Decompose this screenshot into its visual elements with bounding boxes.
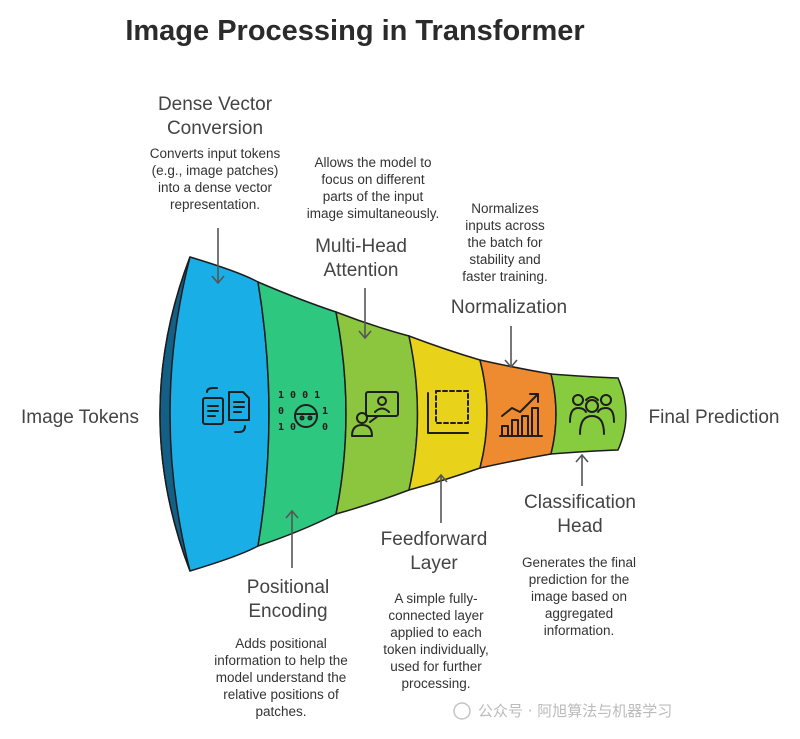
stage-description: Generates the final	[522, 555, 636, 570]
binary-digits-row-4: 1 0	[278, 422, 296, 433]
funnel-segment-multi-head-attention	[335, 310, 419, 516]
stage-description: inputs across	[465, 218, 545, 233]
stage-description: (e.g., image patches)	[152, 163, 279, 178]
stage-description: aggregated	[545, 606, 613, 621]
stage-title: Head	[557, 516, 602, 537]
stage-title: Dense Vector	[158, 94, 273, 115]
stage-description: used for further	[390, 659, 482, 674]
stage-title: Encoding	[248, 601, 327, 622]
stage-description: image simultaneously.	[307, 206, 440, 221]
stage-description: into a dense vector	[158, 180, 273, 195]
stage-description: model understand the	[216, 670, 347, 685]
watermark-text: 公众号 · 阿旭算法与机器学习	[478, 702, 672, 720]
stage-description: applied to each	[390, 625, 482, 640]
funnel-mouth-rim	[159, 256, 191, 572]
binary-digits-row-1: 1 0 0 1	[278, 390, 320, 401]
stage-description: patches.	[255, 704, 306, 719]
input-label: Image Tokens	[21, 407, 139, 428]
diagram-title: Image Processing in Transformer	[125, 15, 584, 47]
stage-title: Classification	[524, 492, 636, 513]
stage-description: connected layer	[388, 608, 484, 623]
stage-description: A simple fully-	[394, 591, 477, 606]
stage-description: parts of the input	[323, 189, 424, 204]
dashed-square-icon	[427, 390, 469, 434]
stage-title: Positional	[247, 577, 329, 598]
stage-description: Converts input tokens	[150, 146, 281, 161]
stage-description: Allows the model to	[314, 155, 431, 170]
output-label: Final Prediction	[649, 407, 780, 428]
binary-digits-row-2: 0	[278, 406, 284, 417]
stage-positional-encoding: Positional Encoding Adds positional info…	[214, 577, 348, 719]
binary-face-icon: 1 0 0 1 0 1 1 0 0	[278, 390, 328, 433]
stage-classification-head: Classification Head Generates the final …	[522, 492, 636, 638]
stage-description: Normalizes	[471, 201, 539, 216]
stage-title: Multi-Head	[315, 236, 407, 257]
stage-title: Layer	[410, 553, 458, 574]
stage-description: faster training.	[462, 269, 548, 284]
stage-description: processing.	[401, 676, 470, 691]
binary-digits-row-5: 0	[322, 422, 328, 433]
stage-title: Normalization	[451, 297, 567, 318]
stage-description: representation.	[170, 197, 260, 212]
stage-title: Attention	[324, 260, 399, 281]
stage-description: Adds positional	[235, 636, 327, 651]
funnel-segment-classification-head	[550, 373, 627, 455]
stage-description: image based on	[531, 589, 627, 604]
stage-description: relative positions of	[223, 687, 339, 702]
stage-description: the batch for	[467, 235, 543, 250]
stage-description: stability and	[469, 252, 540, 267]
stage-feedforward-layer: Feedforward Layer A simple fully- connec…	[381, 529, 489, 691]
arrows	[211, 228, 589, 568]
binary-digits-row-3: 1	[322, 406, 328, 417]
group-people-icon	[569, 394, 615, 435]
stage-title: Feedforward	[381, 529, 488, 550]
stage-description: information.	[544, 623, 615, 638]
bar-chart-trend-icon	[499, 393, 543, 437]
document-convert-icon	[202, 387, 250, 433]
stage-multi-head-attention: Allows the model to focus on different p…	[307, 155, 440, 281]
funnel-segment-normalization	[478, 359, 557, 469]
funnel-segment-feedforward-layer	[407, 334, 488, 492]
stage-description: information to help the	[214, 653, 348, 668]
stage-description: prediction for the	[529, 572, 630, 587]
presenter-screen-icon	[351, 391, 399, 437]
stage-normalization: Normalizes inputs across the batch for s…	[451, 201, 567, 318]
watermark-logo-icon	[453, 702, 471, 720]
funnel	[159, 256, 627, 572]
stage-description: focus on different	[321, 172, 425, 187]
stage-title: Conversion	[167, 118, 263, 139]
stage-dense-vector: Dense Vector Conversion Converts input t…	[150, 94, 281, 212]
stage-description: token individually,	[383, 642, 489, 657]
